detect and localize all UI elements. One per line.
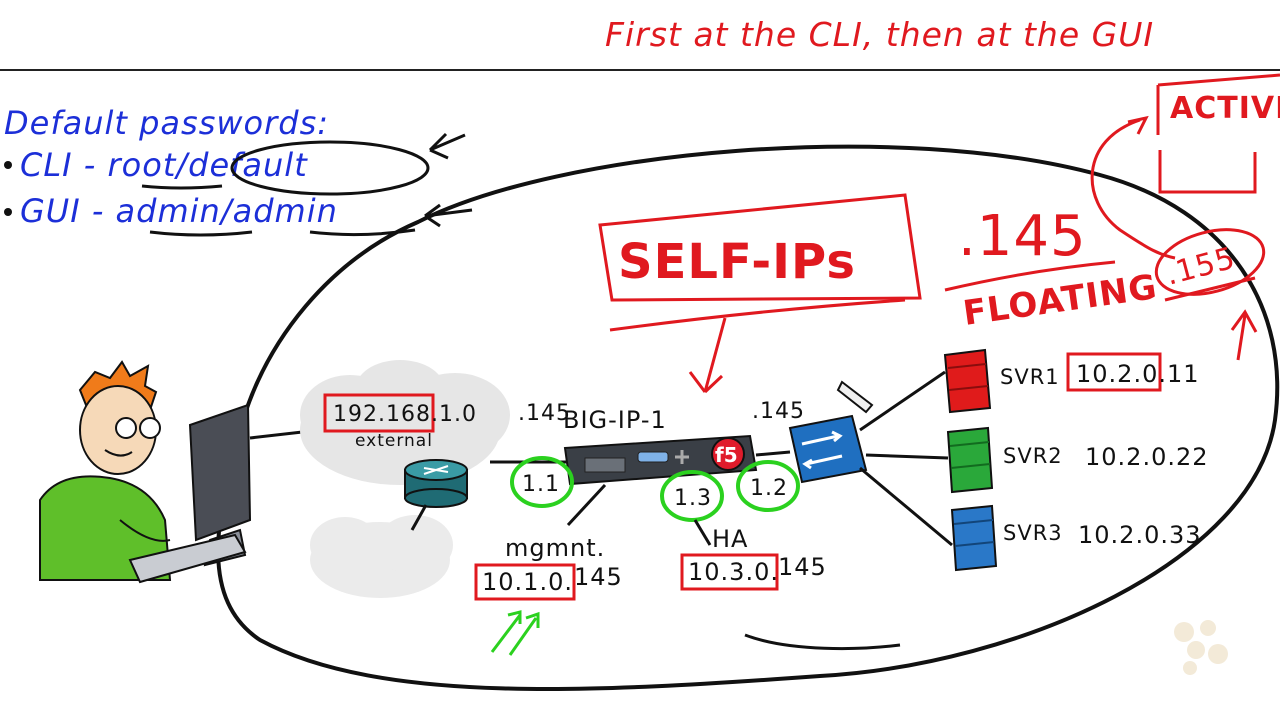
mgmt-label: mgmnt. — [505, 534, 605, 562]
loop-tail — [744, 633, 901, 651]
external-label: external — [355, 431, 433, 451]
f5-logo-icon — [711, 437, 745, 471]
port-1-1-ring — [510, 456, 574, 508]
router-icon — [404, 459, 468, 508]
external-ip-box — [323, 393, 435, 433]
cable-mgmt — [566, 483, 607, 527]
external-host: .145 — [518, 401, 571, 426]
cable-router-cloud — [410, 504, 428, 531]
user-illustration — [39, 360, 252, 584]
arrow-cli — [428, 132, 466, 160]
ha-net-box — [680, 553, 779, 591]
underline-admin2 — [309, 228, 416, 237]
mgmt-net-box — [474, 563, 576, 601]
self-ips-underline — [609, 298, 906, 332]
server-2-name: SVR2 — [1003, 444, 1063, 468]
server-1-ip-box — [1066, 352, 1162, 392]
cable-svr3 — [859, 466, 953, 547]
floating-ip: .145 — [958, 204, 1087, 269]
port-1-3: 1.3 — [674, 486, 712, 511]
watermark-logo-icon — [1174, 620, 1228, 675]
server-3-name: SVR3 — [1003, 521, 1063, 545]
active-arrow-head — [1127, 115, 1149, 135]
device-brand: f5 — [715, 443, 738, 467]
self-ips-arrow — [688, 317, 727, 394]
password-cli: CLI - root/default — [20, 146, 308, 184]
server-1-name: SVR1 — [1000, 365, 1060, 389]
up-arrow — [1230, 309, 1258, 361]
port-1-1: 1.1 — [522, 472, 560, 497]
server-1-ip: 10.2.0.11 — [1076, 360, 1200, 388]
device-label: BIG-IP-1 — [563, 406, 667, 434]
active-arrow-loop — [1090, 118, 1176, 260]
server-2-ip: 10.2.0.22 — [1085, 443, 1209, 471]
underline-root — [141, 184, 223, 190]
password-gui: GUI - admin/admin — [20, 192, 338, 230]
circle-default — [230, 140, 430, 196]
active-box — [1156, 73, 1280, 194]
server-2-icon — [946, 426, 994, 494]
ha-label: HA — [712, 525, 748, 553]
circled-underline — [1164, 276, 1256, 302]
bullet-cli — [4, 161, 12, 169]
header-note: First at the CLI, then at the GUI — [605, 15, 1154, 54]
server-3-icon — [950, 504, 998, 572]
switch-icon — [788, 414, 868, 484]
floating-label: FLOATING — [961, 267, 1160, 334]
bullet-gui — [4, 208, 12, 216]
self-ips-label: SELF-IPs — [618, 234, 856, 290]
ha-host: 145 — [778, 553, 827, 581]
port-1-2: 1.2 — [750, 476, 788, 501]
pen-cursor-icon — [836, 380, 874, 414]
server-1-icon — [943, 348, 992, 414]
underline-admin1 — [149, 230, 253, 237]
internal-host: .145 — [752, 399, 805, 424]
mgmt-net: 10.1.0. — [482, 568, 573, 596]
cable-device-switch — [755, 450, 791, 457]
floating-divider — [944, 260, 1116, 292]
cable-svr2 — [865, 453, 949, 460]
active-label: ACTIVE — [1170, 91, 1280, 126]
cable-svr1 — [859, 370, 946, 432]
ha-net: 10.3.0. — [688, 558, 779, 586]
external-ip: 192.168.1.0 — [333, 402, 477, 427]
passwords-heading: Default passwords: — [4, 104, 329, 142]
mgmt-host: 145 — [574, 563, 623, 591]
port-1-2-ring — [736, 460, 800, 512]
port-1-3-ring — [660, 470, 724, 522]
circled-value-ring — [1154, 228, 1266, 296]
cable-ha — [693, 519, 712, 546]
mgmt-arrows — [490, 610, 540, 656]
self-ips-box — [598, 193, 922, 302]
lower-cloud — [310, 515, 453, 598]
server-3-ip: 10.2.0.33 — [1078, 521, 1202, 549]
